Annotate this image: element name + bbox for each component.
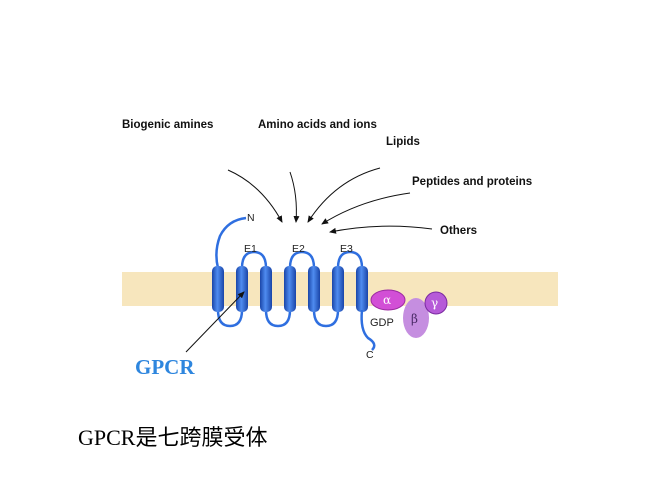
- loop-e2: [288, 250, 316, 269]
- gdp-label: GDP: [370, 317, 394, 329]
- extracellular-loops: [240, 250, 364, 269]
- loop-e1: [240, 250, 268, 269]
- helix-6: [332, 266, 344, 312]
- arrow-others: [329, 225, 433, 234]
- label-others: Others: [440, 225, 477, 237]
- g-protein: β α γ GDP: [370, 289, 448, 338]
- gpcr-label: GPCR: [135, 355, 195, 379]
- g-gamma-label: γ: [431, 296, 438, 310]
- label-lipids: Lipids: [386, 136, 420, 148]
- label-biogenic-amines: Biogenic amines: [122, 119, 213, 131]
- n-terminus-chain: [215, 216, 247, 269]
- ligand-arrows: [227, 167, 433, 234]
- loop-e3-label: E3: [340, 243, 353, 255]
- arrow-amino: [289, 171, 300, 223]
- helix-5: [308, 266, 320, 312]
- arrow-biogenic: [227, 169, 283, 223]
- loop-i3: [312, 309, 340, 328]
- intracellular-loops: [216, 309, 340, 328]
- arrow-lipids: [307, 167, 381, 223]
- loop-e1-label: E1: [244, 243, 257, 255]
- helix-1: [212, 266, 224, 312]
- g-beta-label: β: [411, 312, 418, 326]
- loop-i1: [216, 309, 244, 328]
- g-alpha-subunit: [370, 289, 406, 311]
- c-terminus-label: C: [366, 349, 374, 361]
- loop-i2: [264, 309, 292, 328]
- n-terminus-label: N: [247, 212, 255, 224]
- g-alpha-label: α: [383, 293, 391, 307]
- loop-e3: [336, 250, 364, 269]
- helix-7: [356, 266, 368, 312]
- c-terminus-chain: [360, 309, 376, 351]
- label-peptides: Peptides and proteins: [412, 176, 532, 188]
- helix-3: [260, 266, 272, 312]
- caption: GPCR是七跨膜受体: [78, 425, 267, 450]
- gpcr-pointer-arrow: [185, 291, 245, 353]
- g-gamma-subunit: [424, 291, 448, 315]
- helix-4: [284, 266, 296, 312]
- loop-e2-label: E2: [292, 243, 305, 255]
- helix-2: [236, 266, 248, 312]
- g-beta-subunit: [403, 298, 429, 338]
- transmembrane-helices: [212, 266, 368, 312]
- label-amino-acids: Amino acids and ions: [258, 119, 377, 131]
- arrow-peptides: [321, 192, 411, 225]
